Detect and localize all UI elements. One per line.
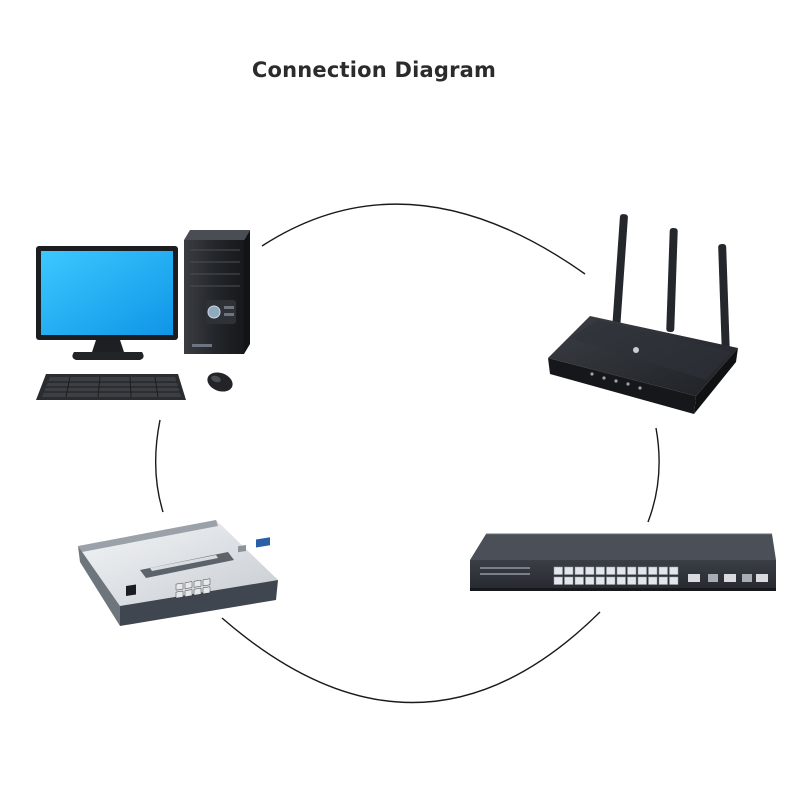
connection-line [221,611,601,704]
ethernet-port [564,576,574,585]
connection-line [261,203,586,275]
pc-tower [184,230,250,354]
ethernet-port [637,566,647,575]
diagram-title: Connection Diagram [251,58,497,82]
ethernet-port [193,579,202,588]
ethernet-port [585,576,595,585]
connection-line [154,419,164,513]
switch-icon [470,533,776,591]
ethernet-port [606,576,616,585]
router-icon [78,520,278,626]
ethernet-port [627,566,637,575]
ethernet-port [648,566,658,575]
ethernet-port [202,586,211,595]
ethernet-port [637,576,647,585]
ethernet-port [627,576,637,585]
ethernet-port [606,566,616,575]
ethernet-port [184,589,193,597]
ethernet-port [574,566,584,575]
connection-line [647,427,660,523]
ethernet-port [193,587,202,596]
ethernet-port [648,576,658,585]
keyboard [36,374,186,400]
ethernet-port [585,566,595,575]
router-icon [548,214,738,414]
ethernet-port [616,576,626,585]
ethernet-port [553,566,563,575]
ethernet-port [669,566,679,575]
ethernet-port [595,576,605,585]
computer-icon [36,230,250,400]
monitor [36,246,178,360]
ethernet-port [202,578,211,587]
ethernet-port [553,576,563,585]
ethernet-port [669,576,679,585]
ethernet-port [574,576,584,585]
ethernet-port [616,566,626,575]
ethernet-port [595,566,605,575]
ethernet-port [175,582,184,591]
ethernet-port [175,590,184,599]
router-ports [175,578,211,599]
ethernet-port [658,566,668,575]
switch-ports [553,566,679,585]
ethernet-port [564,566,574,575]
ethernet-port [658,576,668,585]
mouse [207,372,233,392]
ethernet-port [184,581,193,589]
